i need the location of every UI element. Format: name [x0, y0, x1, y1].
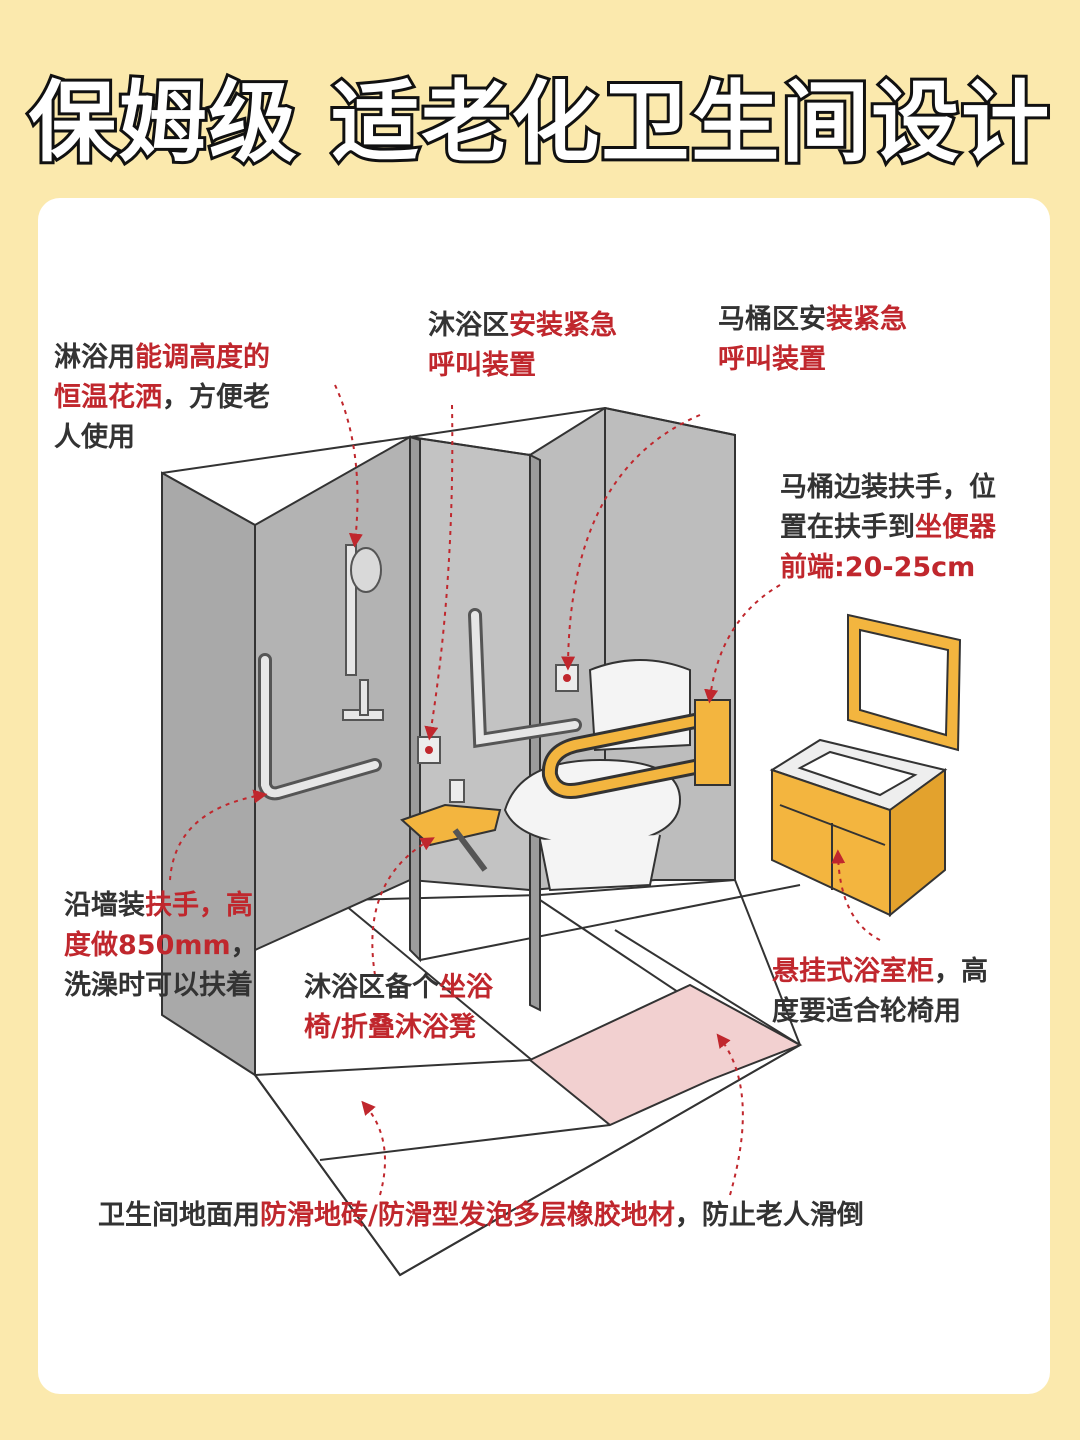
- anti-slip-mat: [528, 983, 803, 1127]
- arrow-toilet-alarm: [561, 414, 701, 671]
- arrow-wall-rail: [169, 789, 268, 881]
- label-floor: 卫生间地面用防滑地砖/防滑型发泡多层橡胶地材，防止老人滑倒: [98, 1200, 864, 1231]
- diagram-card: 淋浴用能调高度的 恒温花洒，方便老 人使用 沐浴区安装紧急 呼叫装置 马桶区安装…: [38, 198, 1050, 1394]
- arrow-toilet-rail: [704, 584, 781, 704]
- middle-grab-bar: [468, 608, 582, 749]
- toilet-alarm-button: [555, 664, 579, 692]
- wall-hung-vanity: [769, 738, 948, 918]
- label-wall-rail: 沿墙装扶手，高 度做850mm， 洗澡时可以扶着: [64, 890, 258, 1001]
- arrow-floor-1: [361, 1100, 386, 1196]
- arrow-shower-seat: [371, 837, 435, 976]
- wall-grab-bar: [258, 653, 382, 801]
- mirror: [847, 613, 962, 752]
- left-wall: [161, 471, 256, 1077]
- label-toilet-rail: 马桶边装扶手，位 置在扶手到坐便器 前端:20-25cm: [780, 472, 996, 583]
- label-shower-alarm: 沐浴区安装紧急 呼叫装置: [428, 310, 617, 381]
- shower-alarm-button: [417, 736, 441, 764]
- folding-shower-seat: [400, 779, 502, 872]
- arrow-floor-2: [716, 1033, 744, 1196]
- back-wall-left: [254, 435, 411, 952]
- bathroom-illustration: [161, 384, 962, 1277]
- toilet-flip-grab-bar: [541, 699, 731, 799]
- floor: [254, 878, 802, 1277]
- arrow-shower-head: [334, 384, 363, 548]
- partition-wall: [409, 435, 421, 963]
- label-toilet-alarm: 马桶区安装紧急 呼叫装置: [718, 304, 907, 375]
- shower-slide-bar: [342, 544, 384, 721]
- label-shower-seat: 沐浴区备个坐浴 椅/折叠沐浴凳: [304, 972, 493, 1043]
- page-title: 保姆级 适老化卫生间设计: [26, 68, 1053, 177]
- label-shower-head: 淋浴用能调高度的 恒温花洒，方便老 人使用: [54, 342, 270, 453]
- arrow-vanity: [831, 849, 881, 941]
- arrow-shower-alarm: [424, 404, 454, 741]
- label-vanity: 悬挂式浴室柜，高 度要适合轮椅用: [772, 956, 988, 1027]
